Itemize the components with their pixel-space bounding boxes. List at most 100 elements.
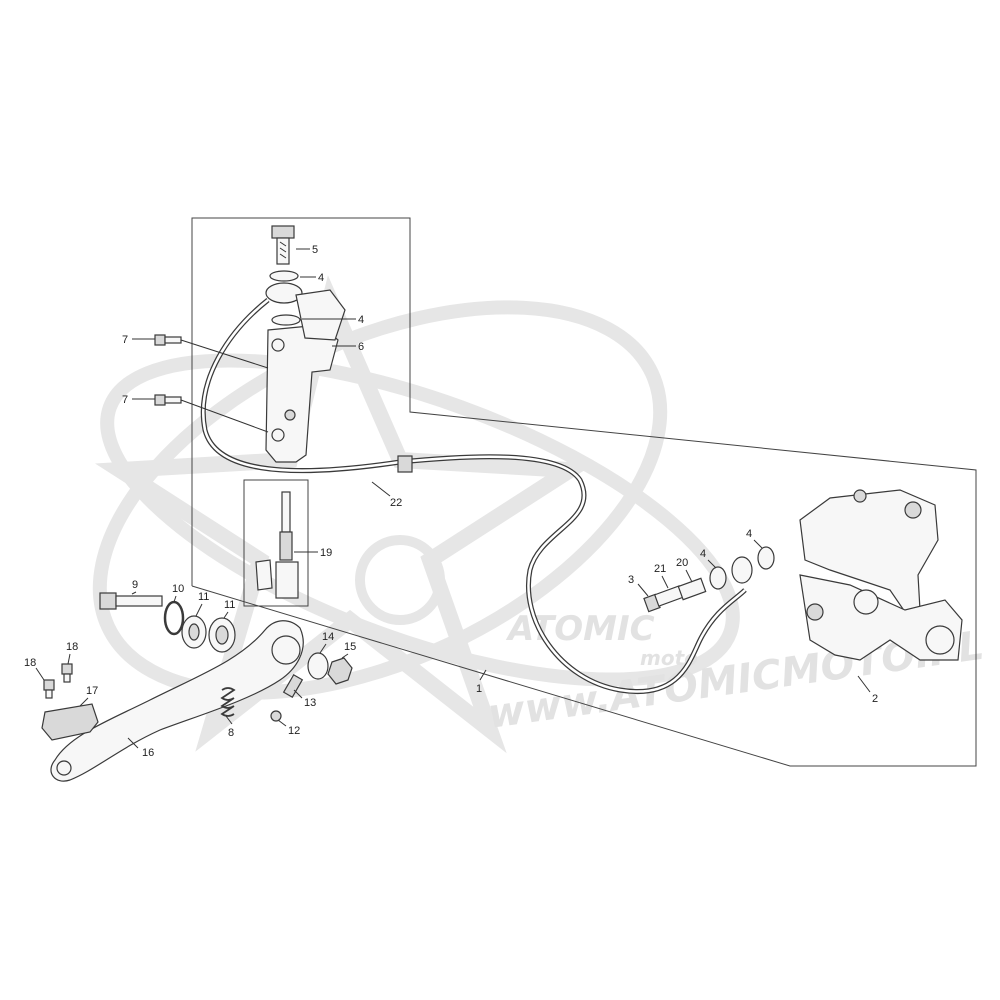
callout-leader: [319, 643, 327, 654]
callout-7: 7: [122, 394, 155, 406]
callout-leader: [67, 653, 71, 665]
master-cylinder-assembly: [154, 225, 346, 599]
caliper-assembly: [643, 489, 963, 661]
callout-number: 18: [66, 641, 78, 653]
callout-10: 10: [172, 583, 184, 603]
pivot-washer: [307, 652, 329, 680]
callout-number: 15: [344, 641, 356, 653]
callout-1: 1: [476, 669, 487, 695]
sealing-washer: [271, 314, 301, 326]
callout-leader: [753, 539, 763, 549]
callout-number: 5: [312, 244, 318, 256]
bleed-screw: [643, 585, 685, 613]
callout-11: 11: [195, 591, 209, 617]
callout-21: 21: [654, 563, 669, 589]
return-spring: [220, 687, 236, 717]
callout-leader: [173, 595, 177, 603]
sealing-washer: [709, 566, 727, 590]
callout-22: 22: [371, 481, 402, 509]
callout-number: 19: [320, 547, 332, 559]
push-rod: [255, 491, 299, 599]
callout-4: 4: [746, 528, 763, 549]
callout-leader: [223, 611, 229, 619]
banjo-fitting: [265, 282, 303, 304]
brake-caliper: [799, 489, 963, 661]
callout-number: 17: [86, 685, 98, 697]
callout-20: 20: [676, 557, 693, 583]
callout-leader: [79, 697, 89, 707]
mounting-bolt: [154, 394, 269, 433]
pivot-bolt: [99, 592, 163, 610]
callout-number: 21: [654, 563, 666, 575]
callout-6: 6: [332, 341, 364, 353]
lock-nut: [270, 710, 282, 722]
callout-18: 18: [24, 657, 45, 681]
watermark-brand: ATOMIC: [505, 609, 655, 649]
master-cylinder-frame: [191, 217, 977, 767]
callout-number: 18: [24, 657, 36, 669]
callout-19: 19: [294, 547, 332, 559]
callout-5: 5: [296, 244, 318, 256]
callout-11: 11: [223, 599, 235, 619]
callout-leader: [857, 675, 871, 693]
callout-number: 4: [746, 528, 752, 540]
callout-number: 16: [142, 747, 154, 759]
reservoir-detail-frame: [243, 479, 309, 607]
callout-number: 2: [872, 693, 878, 705]
callout-leader: [195, 603, 203, 617]
adjuster-bolt: [282, 674, 304, 698]
callout-number: 1: [476, 683, 482, 695]
master-cylinder-body: [265, 289, 346, 463]
banjo-fitting: [731, 556, 753, 584]
callout-9: 9: [131, 579, 138, 595]
callout-number: 13: [304, 697, 316, 709]
callout-number: 4: [358, 314, 364, 326]
callout-leader: [293, 689, 303, 699]
callout-leader: [661, 575, 669, 589]
callout-leader: [127, 737, 139, 749]
callout-number: 10: [172, 583, 184, 595]
mounting-bolt: [154, 334, 269, 369]
banjo-bolt: [271, 225, 295, 265]
brake-hose: [200, 298, 747, 694]
callout-14: 14: [319, 631, 334, 654]
pivot-nut: [327, 657, 353, 685]
callout-leader: [277, 719, 287, 727]
callout-17: 17: [79, 685, 98, 707]
callout-number: 3: [628, 574, 634, 586]
callout-number: 12: [288, 725, 300, 737]
callout-18: 18: [66, 641, 78, 665]
callout-number: 4: [318, 272, 324, 284]
callout-number: 7: [122, 334, 128, 346]
callout-13: 13: [293, 689, 316, 709]
callout-4: 4: [700, 548, 717, 569]
callout-leader: [225, 715, 233, 725]
callout-3: 3: [628, 574, 649, 597]
callout-15: 15: [341, 641, 356, 659]
callout-number: 22: [390, 497, 402, 509]
sealing-washer: [269, 270, 299, 282]
brake-pedal-assembly: [41, 592, 353, 782]
sealing-washer: [757, 546, 775, 570]
callout-number: 6: [358, 341, 364, 353]
tip-bolt: [61, 663, 73, 683]
callout-leader: [637, 583, 649, 597]
callout-leader: [371, 481, 391, 497]
pedal-tip: [41, 703, 99, 741]
callout-16: 16: [127, 737, 154, 759]
callout-number: 11: [198, 591, 209, 603]
callout-12: 12: [277, 719, 300, 737]
callout-leader: [685, 569, 693, 583]
caliper-banjo-bolt: [677, 577, 707, 601]
callout-leader: [341, 653, 349, 659]
callout-8: 8: [225, 715, 234, 739]
callout-7: 7: [122, 334, 155, 346]
callout-number: 11: [224, 599, 235, 611]
callout-4: 4: [302, 314, 364, 326]
callout-number: 14: [322, 631, 334, 643]
callout-leader: [707, 559, 717, 569]
group-frames: [191, 217, 977, 767]
tip-bolt: [43, 679, 55, 699]
